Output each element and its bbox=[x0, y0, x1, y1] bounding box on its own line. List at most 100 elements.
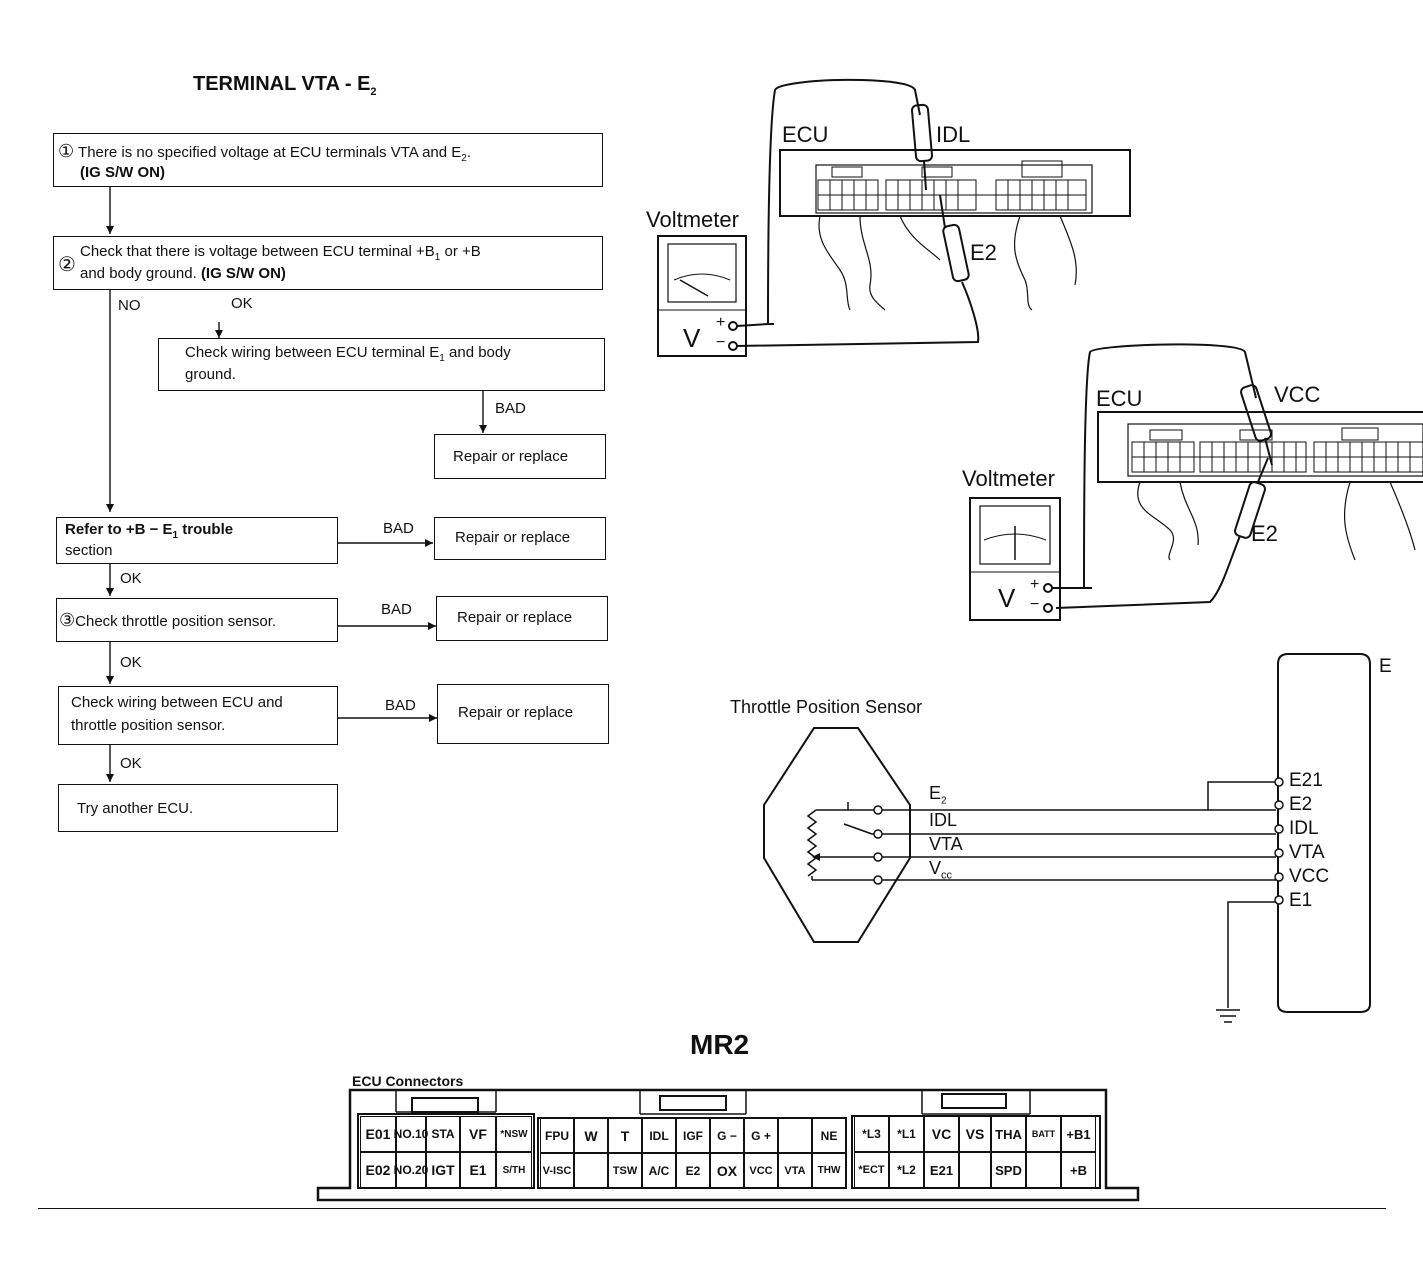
ok-label-3: OK bbox=[120, 654, 142, 671]
ok-label-2: OK bbox=[120, 570, 142, 587]
connector-grid-left-top: E01 NO.10 STA VF *NSW bbox=[360, 1116, 532, 1152]
ecu-terminal-vta: VTA bbox=[1289, 842, 1325, 863]
pin-b1: +B1 bbox=[1061, 1116, 1096, 1152]
refer-box: Refer to +B − E1 trouble section bbox=[56, 517, 338, 564]
pin-igf: IGF bbox=[676, 1118, 710, 1153]
pin-l2: *L2 bbox=[889, 1152, 924, 1188]
voltmeter-plus-1: + bbox=[716, 314, 726, 331]
repair-box-1: Repair or replace bbox=[434, 434, 606, 479]
voltmeter-body-2 bbox=[969, 497, 1061, 621]
step2-box: ② Check that there is voltage between EC… bbox=[53, 236, 603, 290]
repair-text-1: Repair or replace bbox=[453, 448, 569, 465]
pin-e01: E01 bbox=[360, 1116, 396, 1152]
pin-w: W bbox=[574, 1118, 608, 1153]
step2-text-line2: and body ground. (IG S/W ON) bbox=[80, 265, 286, 282]
connector-grid-mid-top: FPU W T IDL IGF G − G + NE bbox=[540, 1118, 846, 1153]
connector-grid-right: *L3 *L1 VC VS THA BATT +B1 *ECT *L2 E21 … bbox=[854, 1116, 1096, 1188]
voltmeter-v-2: V bbox=[998, 583, 1016, 613]
pin-sta: STA bbox=[426, 1116, 460, 1152]
pin-batt: BATT bbox=[1026, 1116, 1061, 1152]
vcc-probe-label: VCC bbox=[1274, 382, 1321, 407]
ecu-terminal-e1: E1 bbox=[1289, 890, 1313, 911]
pin-fpu: FPU bbox=[540, 1118, 574, 1153]
voltmeter-label-1: Voltmeter bbox=[646, 207, 739, 232]
repair-text-4: Repair or replace bbox=[458, 704, 574, 721]
e2-probe-label-1: E2 bbox=[970, 240, 997, 265]
ecu-label-2: ECU bbox=[1096, 386, 1143, 411]
bad-label-1: BAD bbox=[495, 400, 526, 417]
voltmeter-diagram-2 bbox=[969, 343, 1423, 621]
check-wiring-box: Check wiring between ECU and throttle po… bbox=[58, 686, 338, 745]
pin-tsw: TSW bbox=[608, 1153, 642, 1188]
idl-probe-label: IDL bbox=[936, 122, 971, 147]
sensor-label: Throttle Position Sensor bbox=[730, 697, 923, 717]
connector-grid-right-top: *L3 *L1 VC VS THA BATT +B1 bbox=[854, 1116, 1096, 1152]
voltmeter-minus-1: − bbox=[716, 334, 726, 351]
pin-e1: E1 bbox=[460, 1152, 496, 1188]
pin-idl: IDL bbox=[642, 1118, 676, 1153]
connector-grid-left-bottom: E02 NO.20 IGT E1 S/TH bbox=[360, 1152, 532, 1188]
refer-text-line2: section bbox=[65, 542, 113, 559]
ecu-terminal-vcc: VCC bbox=[1289, 866, 1330, 887]
voltmeter-label-2: Voltmeter bbox=[962, 466, 1055, 491]
pin-e02: E02 bbox=[360, 1152, 396, 1188]
bad-label-2: BAD bbox=[383, 520, 414, 537]
connector-grid-right-bottom: *ECT *L2 E21 SPD +B bbox=[854, 1152, 1096, 1188]
voltmeter-diagram-1 bbox=[657, 78, 1131, 357]
pin-no20: NO.20 bbox=[394, 1152, 428, 1188]
bad-label-4: BAD bbox=[385, 697, 416, 714]
bad-label-3: BAD bbox=[381, 601, 412, 618]
pin-v-isc: V-ISC bbox=[540, 1153, 574, 1188]
step2-number: ② bbox=[58, 254, 76, 276]
check-wiring-line1: Check wiring between ECU and bbox=[71, 694, 283, 711]
connector-grid-left: E01 NO.10 STA VF *NSW E02 NO.20 IGT E1 S… bbox=[360, 1116, 532, 1188]
ecu-box bbox=[1277, 653, 1371, 1013]
pin-spd: SPD bbox=[991, 1152, 1026, 1188]
pin-ect: *ECT bbox=[854, 1152, 889, 1188]
ok-label-1: OK bbox=[231, 295, 253, 312]
refer-text-line1: Refer to +B − E1 trouble bbox=[65, 521, 234, 541]
pin-nsw: *NSW bbox=[496, 1116, 532, 1152]
pin-ac: A/C bbox=[642, 1153, 676, 1188]
pin-tha: THA bbox=[991, 1116, 1026, 1152]
step1-box: ① There is no specified voltage at ECU t… bbox=[53, 133, 603, 187]
tps-schematic bbox=[763, 653, 1371, 1023]
try-ecu-box: Try another ECU. bbox=[58, 784, 338, 832]
pin-e21: E21 bbox=[924, 1152, 959, 1188]
step3-box: ③Check throttle position sensor. bbox=[56, 598, 338, 642]
step1-text: ① There is no specified voltage at ECU t… bbox=[58, 141, 472, 164]
pin-l1: *L1 bbox=[889, 1116, 924, 1152]
connector-grid-mid-bottom: V-ISC TSW A/C E2 OX VCC VTA THW bbox=[540, 1153, 846, 1188]
pin-g-plus: G + bbox=[744, 1118, 778, 1153]
ecu-housing-1 bbox=[779, 149, 1131, 217]
step2-text-line1: Check that there is voltage between ECU … bbox=[80, 243, 481, 263]
wire-label-e2: E2 bbox=[929, 783, 947, 807]
no-label: NO bbox=[118, 297, 141, 314]
repair-box-2: Repair or replace bbox=[434, 517, 606, 560]
step3-text: ③Check throttle position sensor. bbox=[59, 610, 277, 630]
pin-vcc: VCC bbox=[744, 1153, 778, 1188]
check-e1-text-line1: Check wiring between ECU terminal E1 and… bbox=[185, 344, 511, 364]
pin-t: T bbox=[608, 1118, 642, 1153]
pin-thw: THW bbox=[812, 1153, 846, 1188]
pin-blank-1 bbox=[778, 1118, 812, 1153]
check-e1-text-line2: ground. bbox=[185, 366, 236, 383]
repair-text-2: Repair or replace bbox=[455, 529, 571, 546]
ecu-terminal-e21: E21 bbox=[1289, 770, 1323, 791]
pin-b: +B bbox=[1061, 1152, 1096, 1188]
repair-box-4: Repair or replace bbox=[437, 684, 609, 744]
voltmeter-minus-2: − bbox=[1030, 596, 1040, 613]
pin-l3: *L3 bbox=[854, 1116, 889, 1152]
connector-grid-mid: FPU W T IDL IGF G − G + NE V-ISC TSW A/C… bbox=[540, 1118, 846, 1188]
check-wiring-line2: throttle position sensor. bbox=[71, 717, 226, 734]
voltmeter-v-1: V bbox=[683, 323, 701, 353]
model-title: MR2 bbox=[690, 1029, 750, 1060]
pin-vc: VC bbox=[924, 1116, 959, 1152]
voltmeter-plus-2: + bbox=[1030, 576, 1040, 593]
pin-blank-2 bbox=[574, 1153, 608, 1188]
ecu-label-1: ECU bbox=[782, 122, 829, 147]
ecu-edge-label: E bbox=[1379, 656, 1392, 677]
voltmeter-body-1 bbox=[657, 235, 747, 357]
repair-box-3: Repair or replace bbox=[436, 596, 608, 641]
try-ecu-text: Try another ECU. bbox=[77, 800, 194, 817]
